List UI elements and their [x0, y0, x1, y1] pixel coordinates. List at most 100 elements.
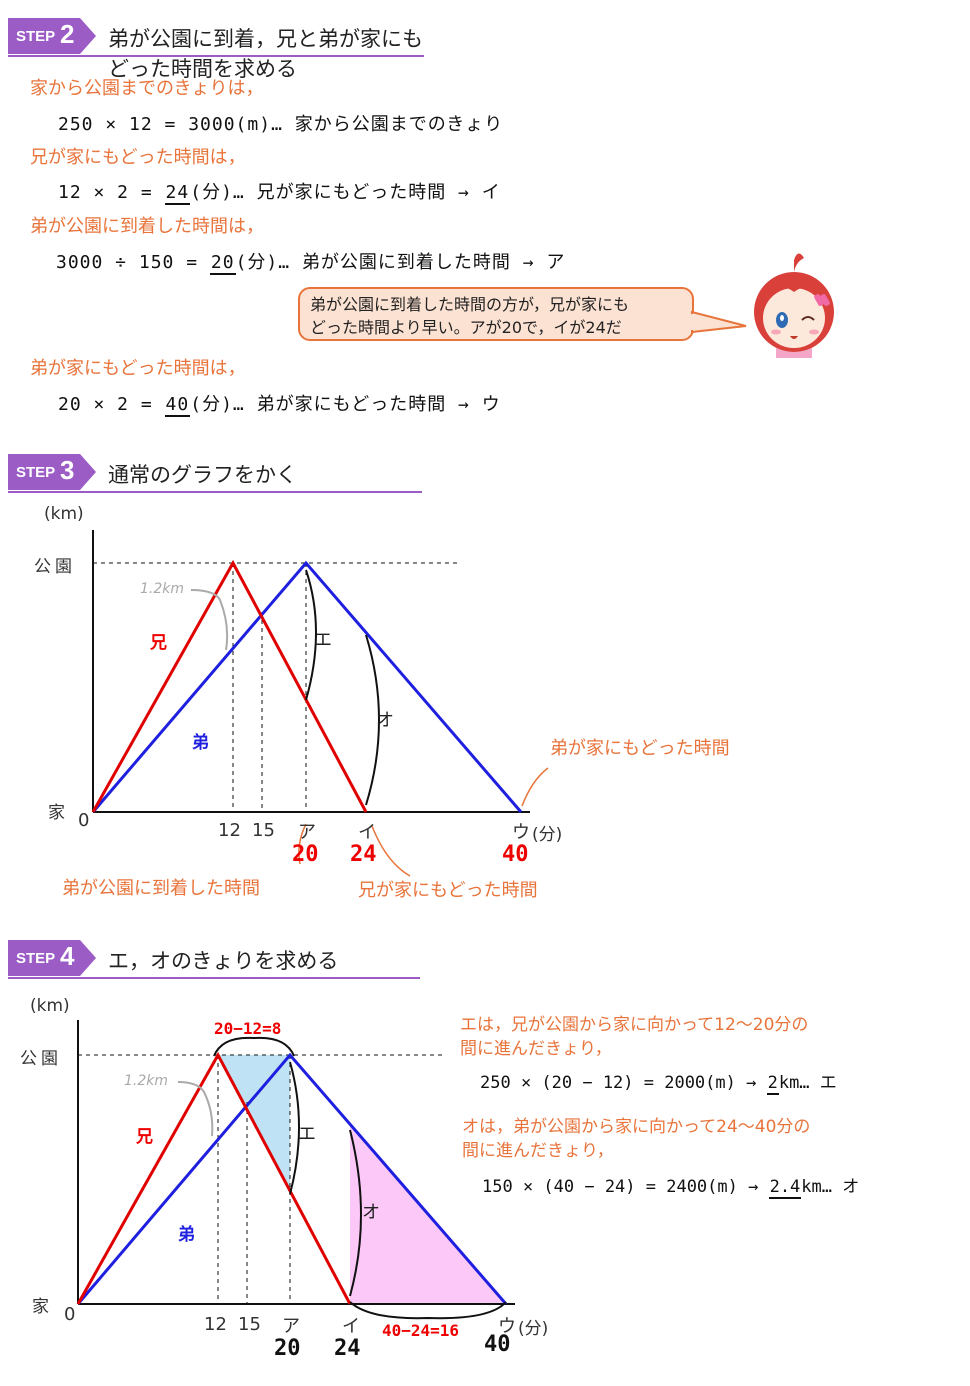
step3-y-unit: (km) [44, 504, 84, 524]
step3-tick-a: ア [298, 822, 316, 843]
answer-underlined: 20 [209, 252, 236, 275]
step2-line3-label: 弟が公園に到着した時間は， [30, 216, 264, 237]
step-badge: STEP 2 [8, 18, 96, 54]
step4-tick-a: ア [282, 1316, 300, 1337]
series-brother [91, 559, 368, 813]
step3-note-younger-park: 弟が公園に到着した時間 [62, 878, 260, 899]
step-badge-label: STEP [16, 464, 56, 481]
speech-bubble: 弟が公園に到着した時間の方が，兄が家にも どった時間より早い。アが20で，イが2… [298, 287, 694, 341]
step2-line4-calc: 20 × 2 = 40(分)… 弟が家にもどった時間 → ウ [58, 390, 501, 417]
step2-line2-label: 兄が家にもどった時間は， [30, 147, 246, 168]
brace-e [305, 569, 317, 701]
bubble-line1: 弟が公園に到着した時間の方が，兄が家にも [310, 295, 630, 314]
step3-tick-u: ウ [512, 822, 530, 843]
step2-title: 弟が公園に到着，兄と弟が家にもどった時間を求める [108, 27, 423, 81]
step3-value-24: 24 [350, 842, 377, 867]
step-badge: STEP 4 [8, 940, 96, 976]
step-badge-number: 3 [60, 455, 75, 485]
step3-value-40: 40 [502, 842, 529, 867]
step4-tick-u: ウ [498, 1316, 516, 1337]
step3-x-zero: 0 [78, 810, 90, 831]
step4-e-text1: エは，兄が公園から家に向かって12〜20分の [460, 1015, 809, 1035]
step4-value-24: 24 [334, 1336, 361, 1361]
calc-pre: 20 × 2 = [58, 394, 165, 415]
series-younger [91, 560, 523, 813]
answer-underlined: 2.4 [768, 1177, 802, 1199]
step3-underline [8, 491, 422, 493]
step-badge: STEP 3 [8, 454, 96, 490]
step4-bottom-span: 40−24=16 [382, 1321, 460, 1340]
brace-bottom [349, 1301, 507, 1320]
character-avatar [754, 253, 834, 358]
step-badge-label: STEP [16, 950, 56, 967]
step4-label-e: エ [298, 1124, 316, 1145]
step4-underline [8, 977, 420, 979]
step4-y-unit: (km) [30, 996, 70, 1016]
step2-header: STEP 2 弟が公園に到着，兄と弟が家にもどった時間を求める [8, 14, 424, 81]
arrow-younger-park [298, 823, 307, 865]
step-badge-number: 4 [60, 941, 75, 971]
step4-label-dist: 1.2km [124, 1073, 169, 1089]
step3-note-brother-home: 兄が家にもどった時間 [358, 880, 538, 901]
step4-y-park: 公園 [20, 1049, 62, 1069]
step4-value-20: 20 [274, 1336, 301, 1361]
brace-e [289, 1061, 300, 1195]
answer-underlined: 40 [164, 394, 191, 417]
step4-tick-i: イ [342, 1316, 360, 1337]
arrow-brother-home [371, 825, 411, 877]
step4-header: STEP 4 エ，オのきょりを求める [8, 936, 420, 980]
step-badge-shape [8, 454, 96, 490]
step3-tick-12: 12 [218, 820, 241, 841]
brace-o [365, 634, 380, 806]
answer-underlined: 2 [766, 1073, 779, 1095]
step3-label-o: オ [376, 710, 394, 731]
calc-pre: 250 × (20 − 12) = 2000(m) → [480, 1073, 767, 1093]
step4-o-text2: 間に進んだきょり， [462, 1141, 614, 1161]
step3-tick-i: イ [358, 822, 376, 843]
step3-y-park: 公園 [34, 557, 76, 577]
step3-label-brother: 兄 [150, 633, 167, 653]
step4-o-calc: 150 × (40 − 24) = 2400(m) → 2.4km… オ [482, 1172, 860, 1199]
step-badge-label: STEP [16, 28, 56, 45]
step3-label-e: エ [314, 630, 332, 651]
step3-label-dist: 1.2km [140, 581, 185, 597]
step3-title: 通常のグラフをかく [108, 463, 297, 487]
step3-note-younger-home: 弟が家にもどった時間 [550, 738, 730, 759]
step4-label-brother: 兄 [136, 1127, 153, 1147]
step-badge-number: 2 [60, 19, 75, 49]
step3-label-younger: 弟 [192, 733, 209, 753]
step4-graph [76, 1020, 515, 1320]
step4-label-younger: 弟 [178, 1225, 195, 1245]
arrow-younger-home [521, 767, 549, 807]
bubble-line2: どった時間より早い。アが20で，イが24だ [310, 318, 622, 337]
dist-brace [190, 589, 229, 651]
step4-x-zero: 0 [64, 1304, 76, 1325]
calc-post: km… エ [778, 1073, 837, 1093]
step3-header: STEP 3 通常のグラフをかく [8, 450, 422, 494]
step3-tick-15: 15 [252, 820, 275, 841]
step4-top-span: 20−12=8 [214, 1019, 282, 1038]
step3-graph [91, 530, 549, 877]
step4-value-40: 40 [484, 1332, 511, 1357]
step4-e-calc: 250 × (20 − 12) = 2000(m) → 2km… エ [480, 1068, 837, 1095]
step3-value-20: 20 [292, 842, 319, 867]
calc-post: (分)… 弟が家にもどった時間 → ウ [190, 394, 501, 415]
calc-post: (分)… 兄が家にもどった時間 → イ [190, 182, 501, 203]
calc-post: (分)… 弟が公園に到着した時間 → ア [235, 252, 566, 273]
step2-line2-calc: 12 × 2 = 24(分)… 兄が家にもどった時間 → イ [58, 178, 501, 205]
step2-line4-label: 弟が家にもどった時間は， [30, 358, 246, 379]
answer-underlined: 24 [164, 182, 191, 205]
calc-post: km… オ [801, 1177, 860, 1197]
step4-e-text2: 間に進んだきょり， [460, 1039, 612, 1059]
speech-bubble-tail [690, 310, 747, 334]
series-brother [76, 1051, 352, 1305]
brace-top [213, 1036, 295, 1057]
step4-title: エ，オのきょりを求める [108, 949, 339, 973]
calc-pre: 3000 ÷ 150 = [56, 252, 210, 273]
step2-line1-label: 家から公園までのきょりは， [30, 78, 264, 99]
calc-pre: 12 × 2 = [58, 182, 165, 203]
step2-line3-calc: 3000 ÷ 150 = 20(分)… 弟が公園に到着した時間 → ア [56, 248, 566, 275]
step3-x-unit: (分) [532, 825, 563, 845]
calc-pre: 150 × (40 − 24) = 2400(m) → [482, 1177, 769, 1197]
step4-o-text1: オは，弟が公園から家に向かって24〜40分の [462, 1117, 811, 1137]
